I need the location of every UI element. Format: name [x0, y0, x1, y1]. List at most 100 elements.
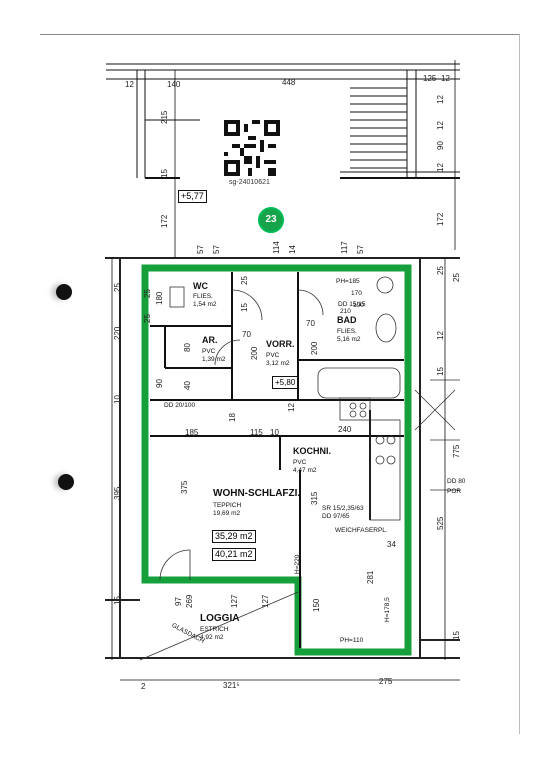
ph-top: PH=185 — [336, 278, 360, 285]
dim-mid-top-3: 14 — [288, 245, 297, 254]
dim-left-small-2: 80 — [183, 343, 192, 352]
room-wc-area: 1,54 m2 — [193, 301, 217, 308]
dim-vorr-0: 15 — [240, 303, 249, 312]
dim-misc-1: 25 — [452, 273, 461, 282]
dim-top-right-3: 12 — [436, 163, 445, 172]
dim-bottom-2: 275 — [379, 677, 393, 686]
ph-bottom: PH=110 — [340, 637, 364, 644]
dim-int-1: 115 — [250, 428, 263, 437]
level-marker: +5,77 — [178, 190, 207, 203]
sheet-edge — [40, 34, 520, 35]
room-wohn-area: 19,69 m2 — [213, 510, 241, 517]
dim-top-1: 140 — [167, 80, 181, 89]
staircase — [136, 70, 460, 179]
por-note: POR — [447, 488, 462, 495]
level-marker-2: +5,80 — [272, 376, 299, 389]
room-wc-name: WC — [193, 281, 208, 291]
dd-left: DD 20/100 — [164, 402, 196, 409]
dim-top-0: 12 — [125, 80, 134, 89]
qr-caption: sg-24010621 — [229, 179, 270, 186]
punch-hole-bottom — [58, 474, 74, 490]
room-bad-area: 5,16 m2 — [337, 336, 361, 343]
room-ar-area: 1,39 m2 — [202, 356, 226, 363]
h190: 190 — [353, 302, 364, 309]
room-vorr-floor: PVC — [266, 352, 280, 359]
dim-int-6: 281 — [366, 570, 375, 584]
dim-right-0: 172 — [436, 212, 445, 226]
dim-right-5: 525 — [436, 516, 445, 530]
dim-left-1: 220 — [113, 326, 122, 340]
dim-mid-top-2: 114 — [272, 241, 281, 254]
dim-int-7: 150 — [312, 598, 321, 612]
room-wohn-floor: TEPPICH — [213, 502, 242, 509]
room-bad-name: BAD — [337, 315, 357, 325]
dim-left-small-5: 25 — [143, 289, 152, 298]
dim-int-5: 315 — [310, 491, 319, 505]
dim-right-6: 15 — [452, 631, 461, 640]
dim-left-small-3: 40 — [183, 381, 192, 390]
room-kochni-floor: PVC — [293, 459, 307, 466]
room-loggia-name: LOGGIA — [200, 613, 240, 624]
dim-left-3: 395 — [113, 486, 122, 500]
dd-sr-note: DD 97/65 — [322, 513, 350, 520]
dim-left-2: 10 — [113, 395, 122, 404]
room-loggia-floor: ESTRICH — [200, 626, 229, 633]
top-dimension-lines — [106, 63, 460, 80]
dim-vorr-4: 70 — [306, 319, 315, 328]
dim-vorr-2: 70 — [242, 330, 251, 339]
dim-loggia-2: 127 — [230, 594, 239, 608]
total-gross-area: 40,21 m2 — [212, 548, 256, 561]
dim-int-4: 375 — [180, 480, 189, 494]
room-vorr-area: 3,12 m2 — [266, 360, 290, 367]
dim-bottom-0: 2 — [141, 682, 146, 691]
unit-number-badge: 23 — [258, 207, 284, 233]
dim-left-4: 15 — [113, 596, 122, 605]
dim-right-3: 15 — [436, 367, 445, 376]
room-wohn-name: WOHN-SCHLAFZI. — [213, 488, 301, 499]
dim-int-2: 10 — [270, 428, 279, 437]
room-wc-floor: FLIES. — [193, 293, 213, 300]
dim-misc-0: 18 — [228, 413, 237, 422]
dim-loggia-0: 97 — [174, 597, 183, 606]
apartment-outline — [141, 264, 412, 656]
dim-mid-top-1: 57 — [212, 245, 221, 254]
dim-top-right-0: 12 — [436, 95, 445, 104]
dim-mid-top-5: 57 — [356, 245, 365, 254]
h170: 170 — [351, 290, 362, 297]
total-net-area: 35,29 m2 — [212, 530, 256, 543]
dim-right-4: 775 — [452, 444, 461, 458]
dim-top-right-1: 12 — [436, 121, 445, 130]
sr-note: SR 15/2,35/63 — [322, 505, 364, 512]
dim-top-right-2: 90 — [436, 141, 445, 150]
dim-top-4: 12 — [441, 74, 450, 83]
dim-left-small-4: 90 — [155, 379, 164, 388]
dim-mid-top-4: 117 — [340, 241, 349, 254]
weichfaser-note: WEICHFASERPL. — [335, 527, 388, 534]
room-ar-floor: PVC — [202, 348, 216, 355]
dim-loggia-3: 127 — [261, 594, 270, 608]
h1785: H=178,5 — [384, 597, 391, 622]
dim-left-0: 25 — [113, 283, 122, 292]
dim-int-8: 34 — [387, 540, 396, 549]
dim-int-3: 240 — [338, 425, 352, 434]
dd-top: DD 15/15 — [338, 301, 366, 308]
dim-bottom-1: 321⁵ — [223, 681, 240, 690]
h220: H=220 — [294, 554, 301, 574]
room-vorr-name: VORR. — [266, 339, 295, 349]
interior-walls — [150, 272, 404, 648]
h210: 210 — [340, 308, 351, 315]
dimension-lines — [111, 60, 460, 681]
qr-code — [224, 120, 280, 176]
dim-misc-2: 25 — [240, 276, 249, 285]
dim-right-1: 25 — [436, 266, 445, 275]
dim-vorr-5: 12 — [287, 403, 296, 412]
dim-right-2: 12 — [436, 331, 445, 340]
punch-hole-top — [56, 284, 72, 300]
room-loggia-area: 4,92 m2 — [200, 634, 224, 641]
dim-left-stair-2: 172 — [160, 214, 169, 228]
dim-mid-top-0: 57 — [196, 245, 205, 254]
dim-top-3: 125 — [423, 74, 437, 83]
dim-int-0: 185 — [185, 428, 199, 437]
dim-left-small-0: 25 — [143, 314, 152, 323]
